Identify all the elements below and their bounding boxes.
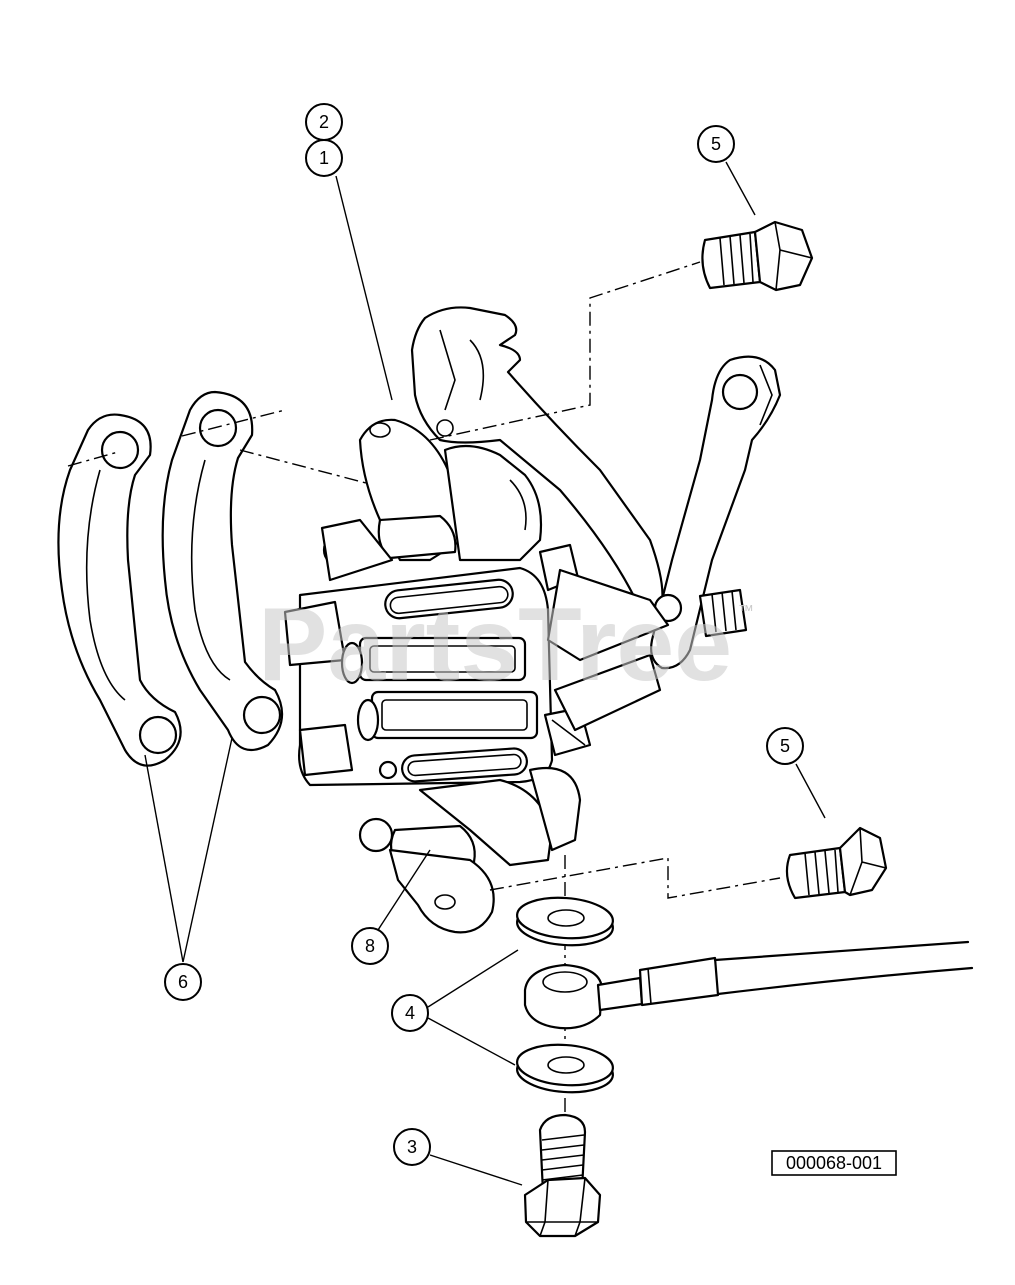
- banjo-fitting: [523, 956, 720, 1030]
- svg-text:2: 2: [319, 112, 329, 132]
- callout-5-lower: 5: [766, 727, 804, 765]
- callout-3: 3: [393, 1128, 431, 1166]
- figure-id-box: 000068-001: [771, 1150, 897, 1176]
- svg-text:4: 4: [405, 1003, 415, 1023]
- svg-text:5: 5: [711, 134, 721, 154]
- callout-8: 8: [351, 927, 389, 965]
- callout-4: 4: [391, 994, 429, 1032]
- caliper-bracket: [410, 306, 664, 622]
- washer-lower: [515, 1043, 615, 1094]
- svg-text:5: 5: [780, 736, 790, 756]
- svg-text:000068-001: 000068-001: [786, 1153, 882, 1173]
- callout-5-upper: 5: [697, 125, 735, 163]
- brake-pad-inner: [161, 390, 284, 752]
- caliper-body: [283, 418, 670, 934]
- callout-2: 2: [305, 103, 343, 141]
- brake-pad-outer: [57, 413, 182, 767]
- svg-text:8: 8: [365, 936, 375, 956]
- watermark-trademark: ™: [738, 603, 754, 620]
- brake-hose: [713, 940, 974, 996]
- pivot-bolt: [698, 588, 748, 638]
- caliper-bolt-upper: [701, 220, 814, 292]
- watermark: PartsTree: [258, 587, 732, 703]
- actuator-arm: [650, 355, 782, 670]
- svg-text:3: 3: [407, 1137, 417, 1157]
- caliper-bolt-lower: [785, 826, 888, 900]
- callout-1: 1: [305, 139, 343, 177]
- svg-text:1: 1: [319, 148, 329, 168]
- svg-text:6: 6: [178, 972, 188, 992]
- callout-6: 6: [164, 963, 202, 1001]
- banjo-bolt: [523, 1113, 602, 1238]
- washer-upper: [515, 896, 615, 947]
